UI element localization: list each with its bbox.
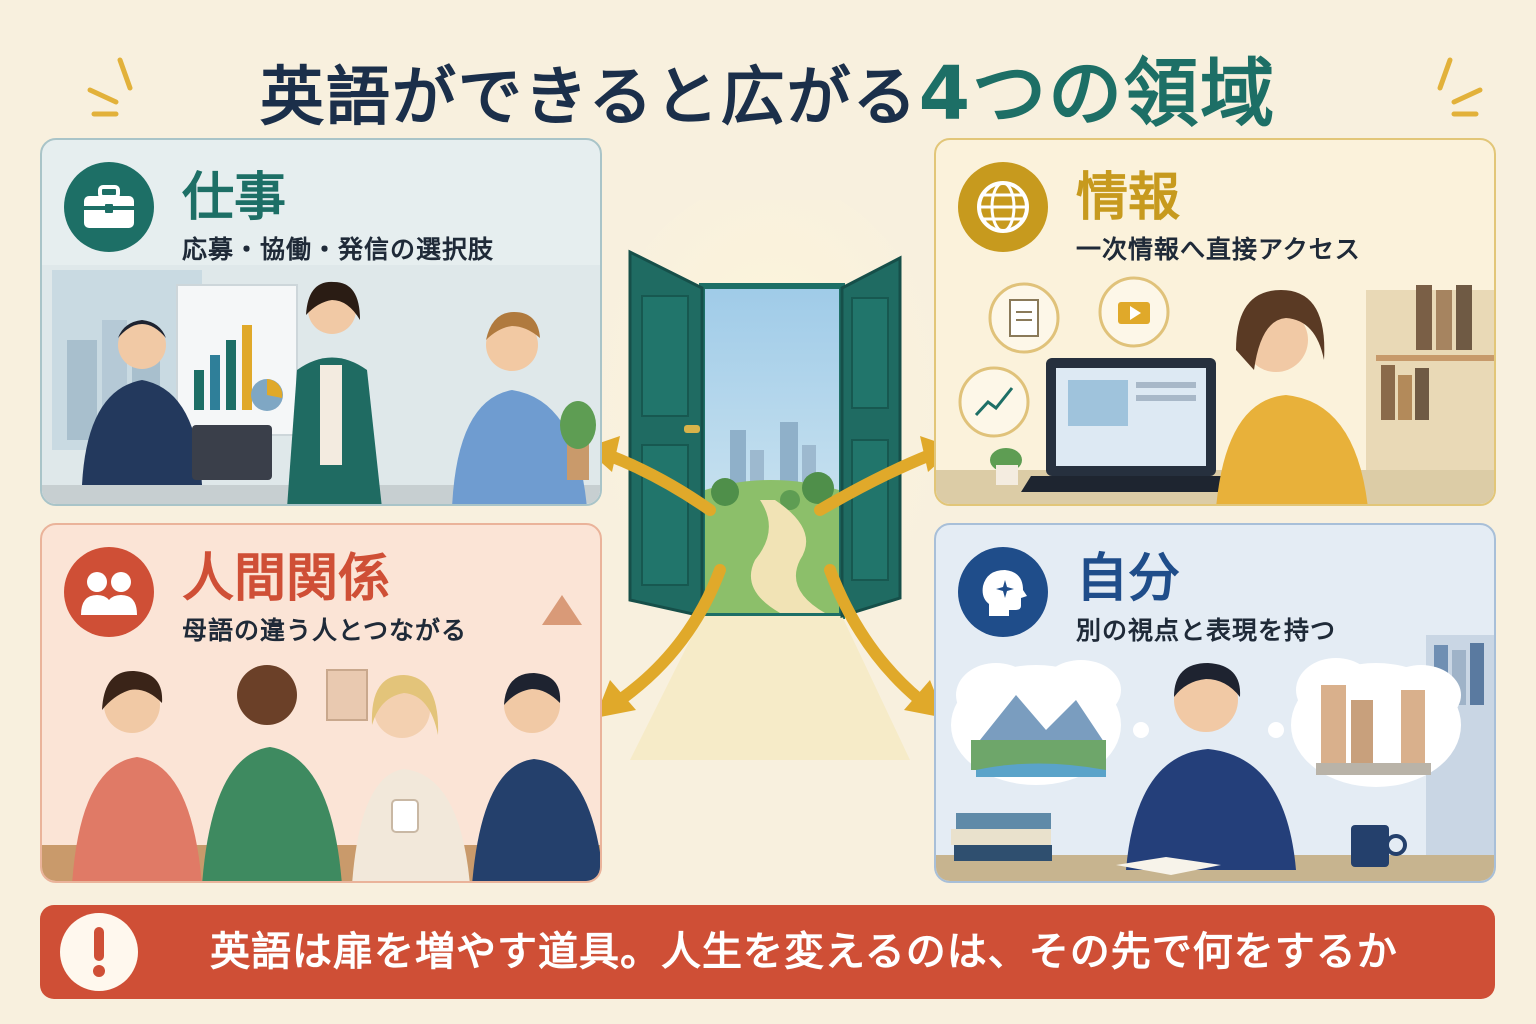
banner-text: 英語は扉を増やす道具。人生を変えるのは、その先で何をするか bbox=[210, 929, 1398, 975]
work-subtitle: 応募・協働・発信の選択肢 bbox=[182, 235, 495, 264]
self-title: 自分 bbox=[1076, 549, 1181, 609]
card-info: 情報 一次情報へ直接アクセス bbox=[934, 138, 1496, 506]
briefcase-icon bbox=[84, 185, 134, 228]
info-subtitle: 一次情報へ直接アクセス bbox=[1076, 235, 1361, 264]
open-door-illustration bbox=[580, 200, 960, 760]
thinking-student-illustration bbox=[936, 635, 1494, 881]
title-main: 英語ができると広がる bbox=[259, 61, 919, 135]
exclamation-icon bbox=[93, 927, 105, 977]
arrow-to-info bbox=[814, 449, 936, 516]
info-badge bbox=[958, 162, 1048, 252]
self-badge bbox=[958, 547, 1048, 637]
arrow-to-work bbox=[602, 449, 716, 516]
card-relationships: 人間関係 母語の違う人とつながる bbox=[40, 523, 602, 883]
self-subtitle: 別の視点と表現を持つ bbox=[1076, 616, 1337, 645]
laptop-research-illustration bbox=[936, 276, 1494, 504]
friends-conversation-illustration bbox=[42, 595, 600, 881]
arrow-to-self bbox=[824, 564, 926, 706]
arrows-overlay bbox=[585, 436, 955, 718]
spark-right-icon bbox=[1437, 57, 1483, 117]
relationships-title: 人間関係 bbox=[182, 549, 391, 609]
arrow-to-relationships bbox=[614, 564, 726, 706]
relationships-subtitle: 母語の違う人とつながる bbox=[182, 616, 468, 645]
info-title: 情報 bbox=[1076, 168, 1181, 228]
work-title: 仕事 bbox=[182, 168, 287, 228]
alert-badge bbox=[60, 913, 138, 991]
head-sparkle-icon bbox=[982, 570, 1027, 616]
people-icon bbox=[81, 572, 137, 615]
page-title: 英語ができると広がる4つの領域 bbox=[0, 52, 1536, 140]
globe-icon bbox=[977, 181, 1029, 233]
title-accent: 4つの領域 bbox=[918, 51, 1277, 137]
card-work: 仕事 応募・協働・発信の選択肢 bbox=[40, 138, 602, 506]
relationships-badge bbox=[64, 547, 154, 637]
spark-left-icon bbox=[87, 57, 133, 117]
work-badge bbox=[64, 162, 154, 252]
office-meeting-illustration bbox=[42, 265, 600, 504]
message-banner: 英語は扉を増やす道具。人生を変えるのは、その先で何をするか bbox=[40, 905, 1495, 999]
card-self: 自分 別の視点と表現を持つ bbox=[934, 523, 1496, 883]
